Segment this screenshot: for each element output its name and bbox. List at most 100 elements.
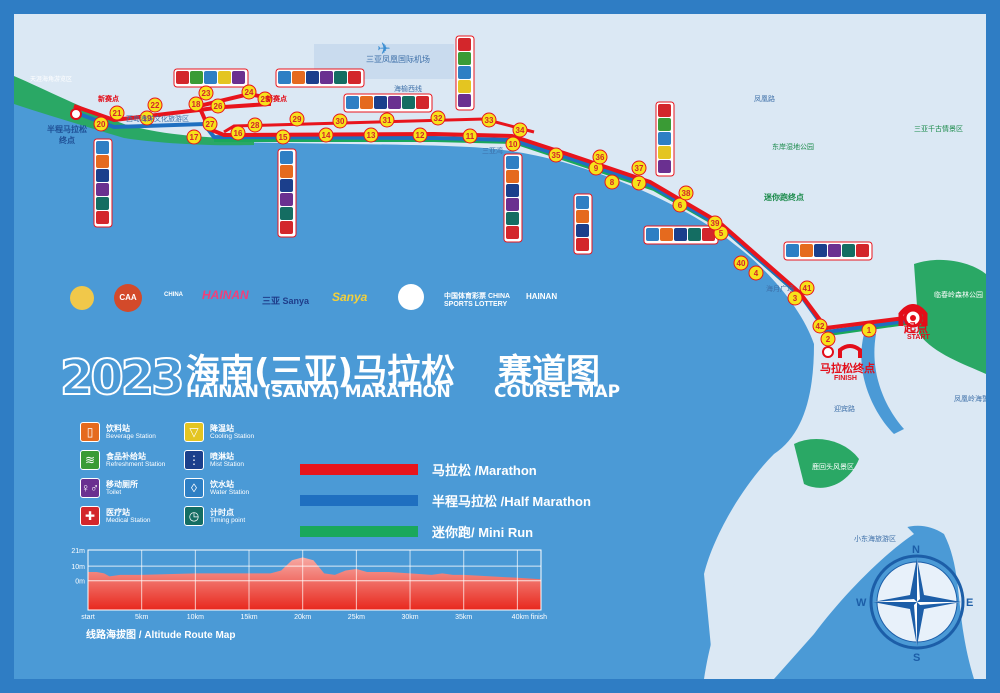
km-marker-40: 40 [733,255,749,271]
km-marker-label: 38 [682,189,691,198]
medical-cross-icon [506,226,519,239]
km-marker-label: 14 [322,131,331,140]
km-marker-circle [604,174,620,190]
km-marker-label: 3 [793,294,798,303]
legend-en: Refreshment Station [106,460,166,468]
km-marker-label: 8 [610,178,615,187]
km-marker-31: 31 [379,112,395,128]
aid-station-cluster [275,68,365,88]
cooling-icon: ▽ [184,422,204,442]
km-marker-34: 34 [512,122,528,138]
km-marker-label: 16 [234,129,243,138]
km-marker-label: 27 [206,120,215,129]
finish-arch-icon [838,344,862,358]
km-marker-label: 1 [867,326,872,335]
km-marker-label: 19 [143,114,152,123]
aid-station-cluster [173,68,249,88]
x-tick-label: 20km [294,614,311,621]
start-label-en: START [907,334,930,341]
km-marker-label: 24 [245,88,254,97]
park-area [914,259,986,374]
legend-cn: 食品补给站 [106,451,146,461]
shower-icon [96,169,109,182]
compass-rose-icon [869,554,965,650]
km-marker-37: 37 [631,160,647,176]
km-marker-4: 4 [748,265,764,281]
toilet-icon [96,183,109,196]
shower-icon [576,224,589,237]
cup-icon [660,228,673,241]
km-marker-label: 26 [214,102,223,111]
marathon-swatch [300,464,418,475]
water-drop-icon [458,66,471,79]
place-label: 东岸湿地公园 [772,144,814,151]
logo-hainan-marathon: HAINAN [526,292,558,301]
km-marker-circle [505,136,521,152]
km-marker-label: 15 [279,133,288,142]
land-north [14,14,986,679]
finish-label-en: FINISH [834,375,857,382]
km-marker-39: 39 [707,215,723,231]
km-marker-12: 12 [412,127,428,143]
km-marker-circle [861,322,877,338]
toilet-icon [458,94,471,107]
logo-marathon-seal [398,284,424,310]
stopwatch-icon [334,71,347,84]
km-marker-label: 22 [151,101,160,110]
place-label: 小东海旅游区 [854,536,896,543]
km-marker-label: 23 [202,89,211,98]
banana-icon [458,52,471,65]
logo-sanya-script: Sanya [332,290,368,304]
km-marker-label: 41 [803,284,812,293]
km-marker-2: 2 [820,331,836,347]
km-marker-label: 29 [293,115,302,124]
km-marker-circle [707,215,723,231]
legend-half-marathon: 半程马拉松 /Half Marathon [300,491,591,510]
km-marker-18: 18 [188,96,204,112]
km-marker-circle [139,110,155,126]
x-tick-label: 30km [401,614,418,621]
aid-station-cluster [643,225,719,245]
km-marker-label: 10 [509,140,518,149]
km-marker-label: 37 [635,164,644,173]
stopwatch-icon: ◷ [184,506,204,526]
x-tick-label: 10km [187,614,204,621]
mini-finish-label: 迷你跑终点 [764,193,804,202]
start-label-cn: 起点 [904,321,929,335]
km-marker-1: 1 [861,322,877,338]
km-marker-36: 36 [592,149,608,165]
km-marker-circle [481,112,497,128]
km-marker-circle [799,280,815,296]
water-drop-icon [346,96,359,109]
cup-icon [292,71,305,84]
x-tick-label: start [81,614,95,621]
km-marker-circle [188,96,204,112]
km-marker-circle [289,111,305,127]
legend-en: Medical Station [106,516,151,524]
km-marker-23: 23 [198,85,214,101]
banana-icon: ≋ [80,450,100,470]
aid-station-cluster [455,35,475,111]
compass-n: N [912,544,920,556]
km-marker-circle [93,116,109,132]
km-marker-circle [202,116,218,132]
compass-s: S [913,652,921,664]
place-label: 西岛海洋文化旅游区 [126,116,189,123]
km-marker-circle [210,98,226,114]
km-marker-3: 3 [787,290,803,306]
course-map-title-cn: 赛道图 [498,352,600,392]
km-marker-circle [186,129,202,145]
water-drop-icon: ◊ [184,478,204,498]
km-marker-label: 18 [192,100,201,109]
cup-icon [280,165,293,178]
legend-en: Toilet [106,488,122,496]
km-marker-label: 28 [251,121,260,130]
medical-cross-icon [176,71,189,84]
water-drop-icon [786,244,799,257]
x-tick-label: 35km [455,614,472,621]
km-marker-label: 13 [367,131,376,140]
